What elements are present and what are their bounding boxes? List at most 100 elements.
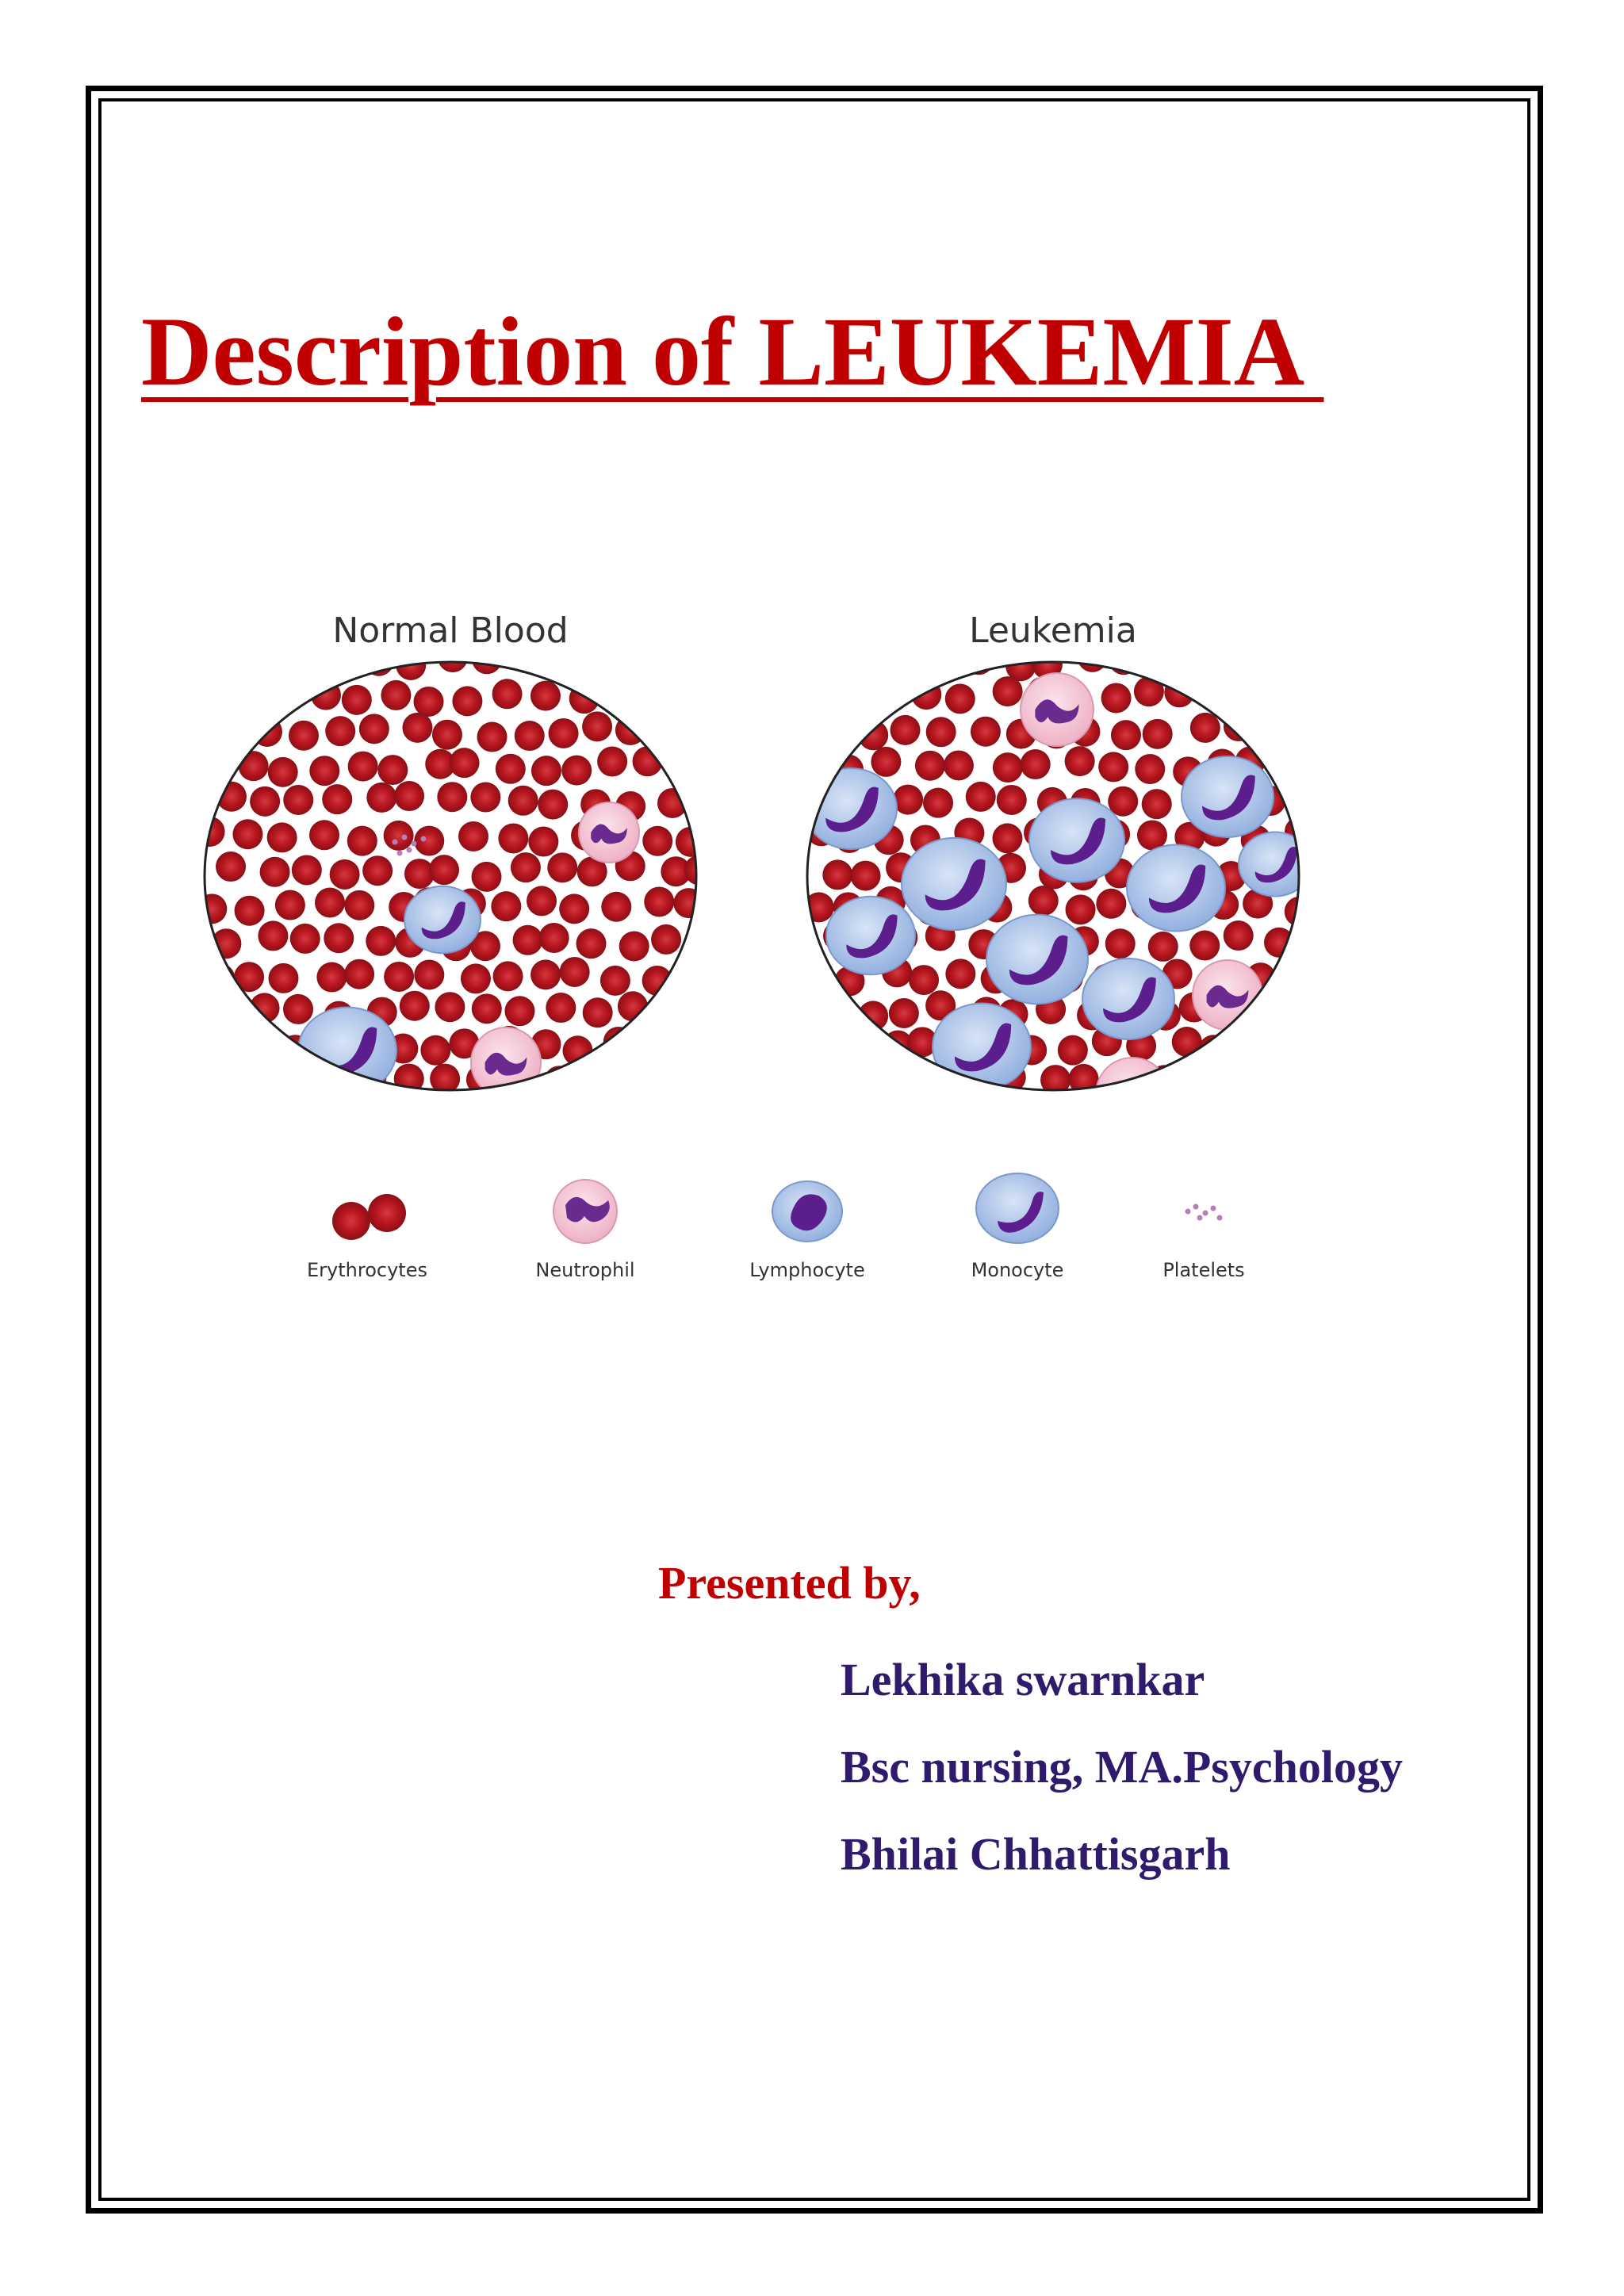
erythrocyte-cell [471,861,502,892]
neutrophil-cell [470,1027,542,1090]
erythrocyte-cell [1185,1070,1216,1090]
erythrocyte-cell [822,662,853,679]
erythrocyte-cell [561,755,592,786]
erythrocyte-cell [1293,720,1299,751]
erythrocyte-cell [726,648,756,678]
erythrocyte-cell [383,820,414,851]
erythrocyte-cell [413,686,444,717]
erythrocyte-cell [538,922,569,953]
erythrocyte-cell [1171,1027,1202,1058]
erythrocyte-cell [471,993,502,1024]
erythrocyte-cell [384,961,415,992]
erythrocyte-cell [887,662,917,682]
erythrocyte-cell [449,1028,480,1059]
erythrocyte-cell [619,931,649,962]
erythrocyte-cell [437,782,468,813]
erythrocyte-cell [890,714,921,745]
erythrocyte-cell [236,1032,266,1063]
erythrocyte-cell [1260,990,1291,1021]
erythrocyte-cell [649,715,680,746]
erythrocyte-cell [266,822,297,853]
erythrocyte-cell [687,785,696,816]
erythrocyte-cell [576,928,607,959]
erythrocyte-cell [818,1068,848,1090]
erythrocyte-cell [911,679,942,710]
legend-label-erythrocytes: Erythrocytes [307,1259,427,1281]
white-blood-cell [901,836,1007,932]
erythrocyte-cell [273,679,304,710]
erythrocyte-cell [1293,923,1299,954]
platelet [411,840,417,847]
erythrocyte-cell [460,963,491,994]
erythrocyte-cell [1297,999,1299,1030]
erythrocyte-cell [205,1028,225,1059]
leukemia-panel [806,651,1315,1092]
erythrocyte-cell [491,891,522,922]
erythrocyte-cell [858,1001,889,1031]
erythrocyte-cell [684,855,696,886]
erythrocyte-cell [309,756,340,786]
erythrocyte-cell [559,894,590,924]
platelet [420,836,427,842]
erythrocyte-cell [291,855,322,886]
erythrocyte-cell [253,1066,284,1090]
erythrocyte-cell [1135,754,1166,785]
erythrocyte-cell [1189,930,1220,961]
erythrocyte-cell [819,721,850,752]
erythrocyte-cell [430,1063,461,1090]
erythrocyte-cell [642,825,673,856]
erythrocyte-cell [289,1070,320,1090]
erythrocyte-cell [492,679,523,710]
erythrocyte-cell [470,782,501,813]
erythrocyte-cell [498,823,529,854]
erythrocyte-cell [1223,920,1254,951]
erythrocyte-cell [888,997,919,1028]
erythrocyte-cell [1032,662,1063,680]
erythrocyte-cell [843,1025,874,1056]
erythrocyte-cell [283,993,314,1024]
erythrocyte-cell [504,996,535,1027]
erythrocyte-cell [733,928,764,958]
platelet [401,834,408,840]
erythrocyte-cell [907,1027,938,1058]
erythrocyte-cell [992,823,1023,854]
erythrocyte-cell [1110,720,1141,751]
erythrocyte-cell [216,662,247,678]
erythrocyte-cell [362,855,393,886]
erythrocyte-cell [1239,1028,1270,1059]
erythrocyte-cell [210,1062,241,1090]
platelet [392,839,398,845]
erythrocyte-cell [1096,888,1127,919]
erythrocyte-cell [1101,683,1132,714]
erythrocyte-cell [1178,662,1208,674]
erythrocyte-cell [1133,676,1164,707]
erythrocyte-cell [1288,782,1299,813]
erythrocyte-cell [562,1035,593,1066]
erythrocyte-cell [530,680,561,711]
author-location: Bhilai Chhattisgarh [841,1828,1231,1880]
erythrocyte-cell [247,662,278,675]
white-blood-cell [1082,957,1175,1041]
platelet [396,850,403,856]
white-blood-cell [1238,831,1299,897]
erythrocyte-cell [267,756,298,787]
erythrocyte-cell [315,887,346,918]
erythrocyte-cell [992,676,1023,707]
erythrocyte-cell [1300,651,1315,681]
erythrocyte-cell [458,821,489,851]
erythrocyte-cell [1251,662,1281,673]
white-blood-cell [986,913,1089,1005]
erythrocyte-cell [377,755,408,786]
erythrocyte-cell [923,787,954,818]
legend-neutrophil-icon [553,1179,618,1244]
erythrocyte-cell [429,855,460,886]
erythrocyte-cell [893,784,924,815]
erythrocyte-cell [729,1065,759,1095]
erythrocyte-cell [366,925,396,956]
erythrocyte-cell [492,961,523,992]
erythrocyte-cell [710,956,741,986]
erythrocyte-cell [394,781,425,812]
erythrocyte-cell [807,1035,837,1066]
erythrocyte-cell [945,959,976,989]
presented-by-label: Presented by, [658,1557,921,1609]
